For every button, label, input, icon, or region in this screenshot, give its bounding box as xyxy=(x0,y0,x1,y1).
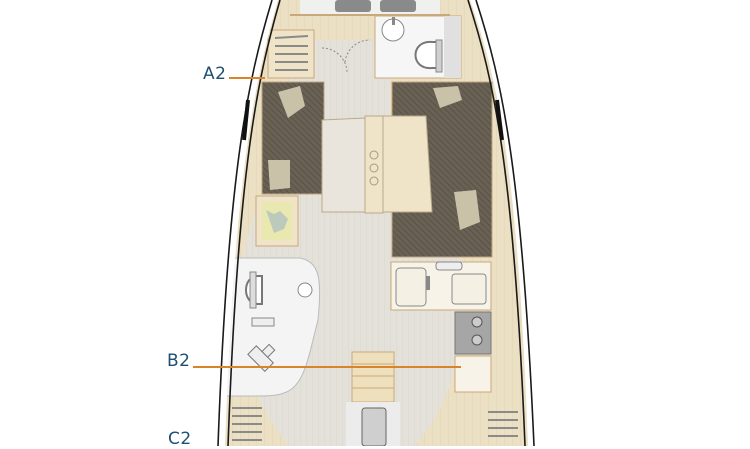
hull-outline xyxy=(217,0,535,446)
callout-leader-b2 xyxy=(193,366,461,368)
forward-head xyxy=(321,15,462,79)
hanging-locker-forward xyxy=(267,29,315,79)
hull-interior xyxy=(225,0,528,446)
aft-head xyxy=(225,257,321,397)
chart-table xyxy=(255,195,299,247)
callout-label-b2: B2 xyxy=(167,351,191,371)
port-settee xyxy=(261,81,325,195)
portholes xyxy=(242,99,504,141)
callout-label-a2: A2 xyxy=(203,64,227,84)
forward-berth xyxy=(290,0,450,16)
callout-label-c2: C2 xyxy=(168,429,192,449)
callout-leader-a2 xyxy=(229,77,265,79)
aft-lockers xyxy=(232,407,518,441)
galley xyxy=(390,261,492,311)
companionway-steps xyxy=(346,351,400,446)
stove xyxy=(454,311,492,355)
saloon-table xyxy=(321,115,433,214)
